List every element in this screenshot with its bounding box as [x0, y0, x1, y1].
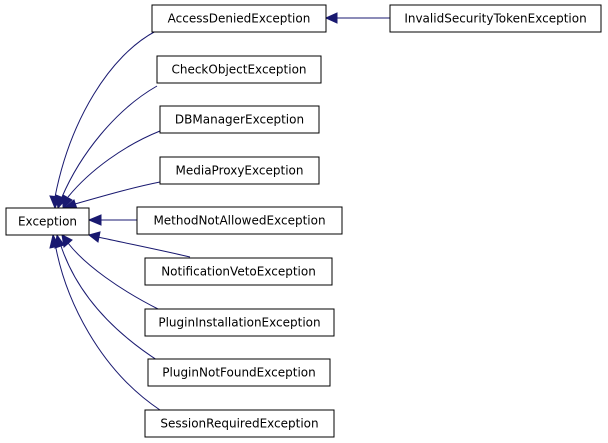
node-media-proxy[interactable]: MediaProxyException	[159, 156, 320, 185]
node-plugin-not-found[interactable]: PluginNotFoundException	[147, 358, 331, 387]
arrowhead-invalid-security-token	[324, 12, 338, 24]
arrowhead-db-manager	[62, 194, 73, 210]
node-invalid-security-token[interactable]: InvalidSecurityTokenException	[389, 4, 602, 33]
node-label-media-proxy: MediaProxyException	[176, 164, 304, 178]
node-plugin-installation[interactable]: PluginInstallationException	[144, 308, 335, 337]
edge-media-proxy-to-exception	[74, 181, 161, 205]
edge-plugin-installation-to-exception	[67, 242, 161, 311]
arrowhead-session-required	[49, 233, 60, 249]
node-label-check-object: CheckObjectException	[171, 63, 306, 77]
edge-plugin-not-found-to-exception	[59, 242, 161, 363]
node-label-notification-veto: NotificationVetoException	[161, 265, 316, 279]
arrowhead-plugin-installation	[61, 234, 73, 248]
edge-session-required-to-exception	[54, 242, 161, 411]
node-notification-veto[interactable]: NotificationVetoException	[144, 257, 333, 286]
node-session-required[interactable]: SessionRequiredException	[144, 409, 335, 438]
node-label-plugin-installation: PluginInstallationException	[158, 316, 320, 330]
edge-notification-veto-to-exception	[97, 236, 191, 258]
node-label-session-required: SessionRequiredException	[160, 417, 318, 431]
edge-check-object-to-exception	[61, 85, 158, 198]
node-label-access-denied: AccessDeniedException	[168, 12, 311, 26]
edges-layer	[49, 12, 390, 411]
nodes-layer: Exception AccessDeniedException InvalidS…	[5, 4, 602, 438]
node-label-db-manager: DBManagerException	[175, 113, 304, 127]
node-check-object[interactable]: CheckObjectException	[156, 55, 322, 84]
node-method-not-allowed[interactable]: MethodNotAllowedException	[136, 206, 343, 235]
node-label-exception: Exception	[18, 215, 77, 229]
node-exception[interactable]: Exception	[5, 207, 90, 236]
edge-db-manager-to-exception	[67, 130, 161, 198]
arrowhead-method-not-allowed	[87, 214, 102, 226]
node-db-manager[interactable]: DBManagerException	[159, 105, 320, 134]
arrowhead-notification-veto	[87, 231, 101, 243]
node-label-invalid-security-token: InvalidSecurityTokenException	[404, 12, 586, 26]
node-label-plugin-not-found: PluginNotFoundException	[162, 366, 315, 380]
node-label-method-not-allowed: MethodNotAllowedException	[153, 214, 325, 228]
edge-access-denied-to-exception	[54, 30, 157, 198]
node-access-denied[interactable]: AccessDeniedException	[151, 4, 327, 33]
